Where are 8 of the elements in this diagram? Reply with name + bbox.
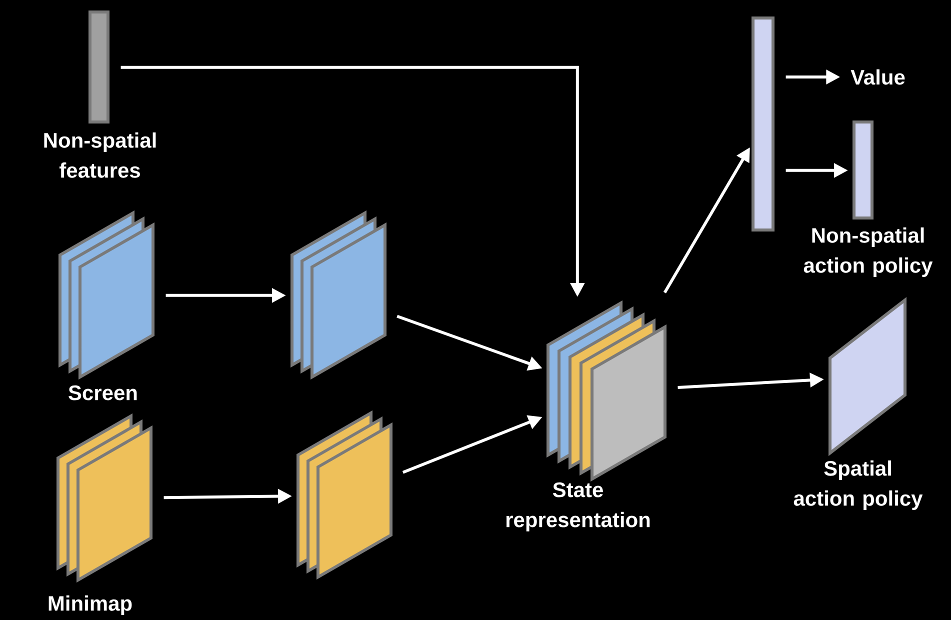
node-label: Non-spatial features	[44, 132, 156, 178]
node-label: Spatial action policy	[794, 460, 923, 510]
node-label: Screen	[68, 385, 137, 400]
node-label: State representation	[506, 482, 650, 532]
node-label: Minimap	[48, 595, 132, 615]
node-label: Non-spatial action policy	[804, 227, 933, 277]
bar-block	[752, 16, 775, 232]
output-label: Value	[850, 69, 905, 85]
